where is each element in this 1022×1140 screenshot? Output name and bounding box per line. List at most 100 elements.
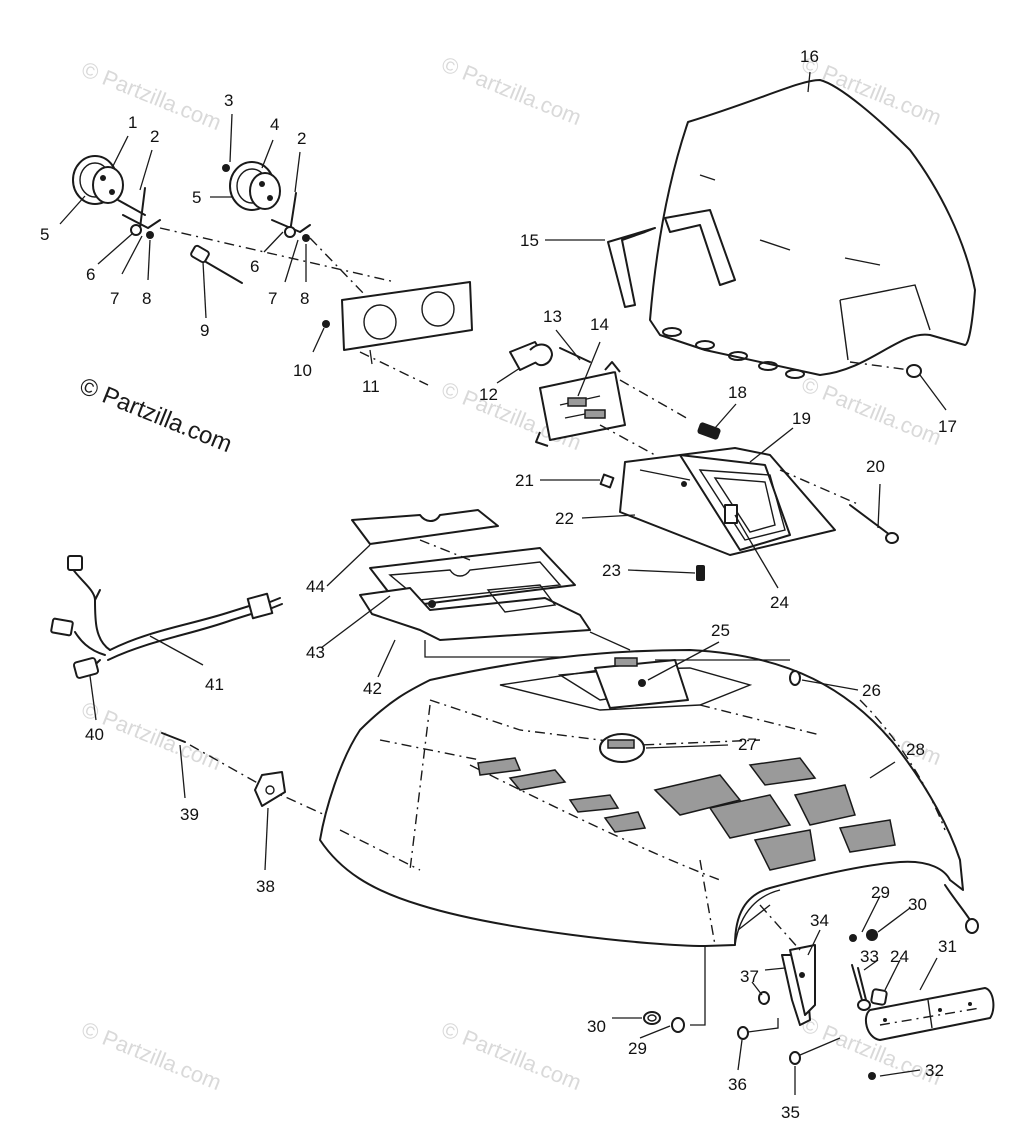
- dash-line: [159, 227, 396, 283]
- part-34-bracket: [781, 944, 816, 1026]
- callout-22: 22: [555, 509, 574, 528]
- callout-24b: 24: [890, 947, 909, 966]
- part-32-screw: [868, 1072, 876, 1080]
- dash-line: [779, 469, 861, 506]
- leader: [690, 946, 706, 1026]
- part-35-screw: [789, 1037, 841, 1065]
- gauge-right: [222, 161, 311, 242]
- callout-12: 12: [479, 385, 498, 404]
- callout-30b: 30: [587, 1017, 606, 1036]
- callout-44: 44: [306, 577, 325, 596]
- callout-18: 18: [728, 383, 747, 402]
- callout-9: 9: [200, 321, 209, 340]
- callout-23: 23: [602, 561, 621, 580]
- part-24-clip-lower: [870, 988, 888, 1006]
- watermark: © Partzilla.com: [78, 1016, 225, 1095]
- watermark: © Partzilla.com: [78, 56, 225, 135]
- callout-39: 39: [180, 805, 199, 824]
- part-26-screw: [655, 659, 801, 686]
- callout-1: 1: [128, 113, 137, 132]
- callout-2b: 2: [297, 129, 306, 148]
- gauge-left: [72, 155, 161, 239]
- part-40-connector: [72, 657, 100, 679]
- dash-line: [419, 539, 471, 561]
- dash-line: [599, 424, 656, 456]
- watermark: © Partzilla.com: [438, 51, 585, 130]
- callout-5: 5: [192, 188, 201, 207]
- callout-34: 34: [810, 911, 829, 930]
- callout-4: 4: [270, 115, 279, 134]
- callout-13: 13: [543, 307, 562, 326]
- callout-14: 14: [590, 315, 609, 334]
- callout-2: 2: [150, 127, 159, 146]
- callout-20: 20: [866, 457, 885, 476]
- callout-28: 28: [906, 740, 925, 759]
- part-17-plug: [849, 361, 922, 378]
- callout-5b: 5: [40, 225, 49, 244]
- watermark-main: © Partzilla.com: [76, 373, 236, 459]
- callout-3: 3: [224, 91, 233, 110]
- callout-33: 33: [860, 947, 879, 966]
- callout-17: 17: [938, 417, 957, 436]
- part-44-pad: [351, 509, 499, 545]
- callout-labels: 1 2 3 4 2 5 5 6 7 8 6 7 8 9 10 11 12 13 …: [40, 47, 957, 1122]
- callout-29: 29: [871, 883, 890, 902]
- dash-line: [359, 351, 429, 386]
- watermark: © Partzilla.com: [438, 1016, 585, 1095]
- callout-30: 30: [908, 895, 927, 914]
- callout-25: 25: [711, 621, 730, 640]
- callout-21: 21: [515, 471, 534, 490]
- callout-43: 43: [306, 643, 325, 662]
- callout-8: 8: [142, 289, 151, 308]
- callout-16: 16: [800, 47, 819, 66]
- part-11-panel: [322, 281, 473, 351]
- callout-19: 19: [792, 409, 811, 428]
- part-14-headlight: [535, 361, 626, 447]
- callout-35: 35: [781, 1103, 800, 1122]
- part-15-trim: [607, 209, 736, 308]
- dash-line: [309, 237, 366, 296]
- callout-10: 10: [293, 361, 312, 380]
- callout-7b: 7: [268, 289, 277, 308]
- part-42-plate: [359, 584, 591, 641]
- hood-tether: [944, 884, 979, 934]
- leader: [589, 631, 631, 651]
- part-29-washer: [671, 1017, 685, 1033]
- callout-8b: 8: [300, 289, 309, 308]
- part-9-pin: [190, 244, 243, 284]
- callout-24: 24: [770, 593, 789, 612]
- part-33-stud: [851, 964, 871, 1011]
- dash-line: [759, 904, 801, 951]
- part-19-housing: [619, 447, 836, 556]
- callout-40: 40: [85, 725, 104, 744]
- callout-36: 36: [728, 1075, 747, 1094]
- part-41-harness: [50, 555, 283, 672]
- part-36-screw: [737, 1018, 779, 1040]
- callout-32: 32: [925, 1061, 944, 1080]
- part-23-screw: [696, 565, 705, 581]
- callout-6b: 6: [250, 257, 259, 276]
- callout-31: 31: [938, 937, 957, 956]
- callout-37: 37: [740, 967, 759, 986]
- callout-29b: 29: [628, 1039, 647, 1058]
- leader-lines: [59, 71, 947, 1095]
- part-18-spring: [697, 422, 721, 440]
- callout-42: 42: [363, 679, 382, 698]
- part-31-bumper: [864, 987, 995, 1041]
- callout-11: 11: [362, 377, 380, 396]
- callout-27: 27: [738, 735, 757, 754]
- part-38-bracket: [254, 771, 286, 807]
- leader: [764, 967, 786, 971]
- callout-26: 26: [862, 681, 881, 700]
- callout-7: 7: [110, 289, 119, 308]
- part-20-bolt: [849, 504, 899, 544]
- part-29-30-hardware: [849, 929, 878, 942]
- callout-15: 15: [520, 231, 539, 250]
- part-21-clip: [599, 473, 615, 489]
- callout-41: 41: [205, 675, 224, 694]
- part-28-hood: [319, 649, 964, 947]
- callout-38: 38: [256, 877, 275, 896]
- watermark: © Partzilla.com: [798, 371, 945, 450]
- part-30-nut: [643, 1011, 661, 1025]
